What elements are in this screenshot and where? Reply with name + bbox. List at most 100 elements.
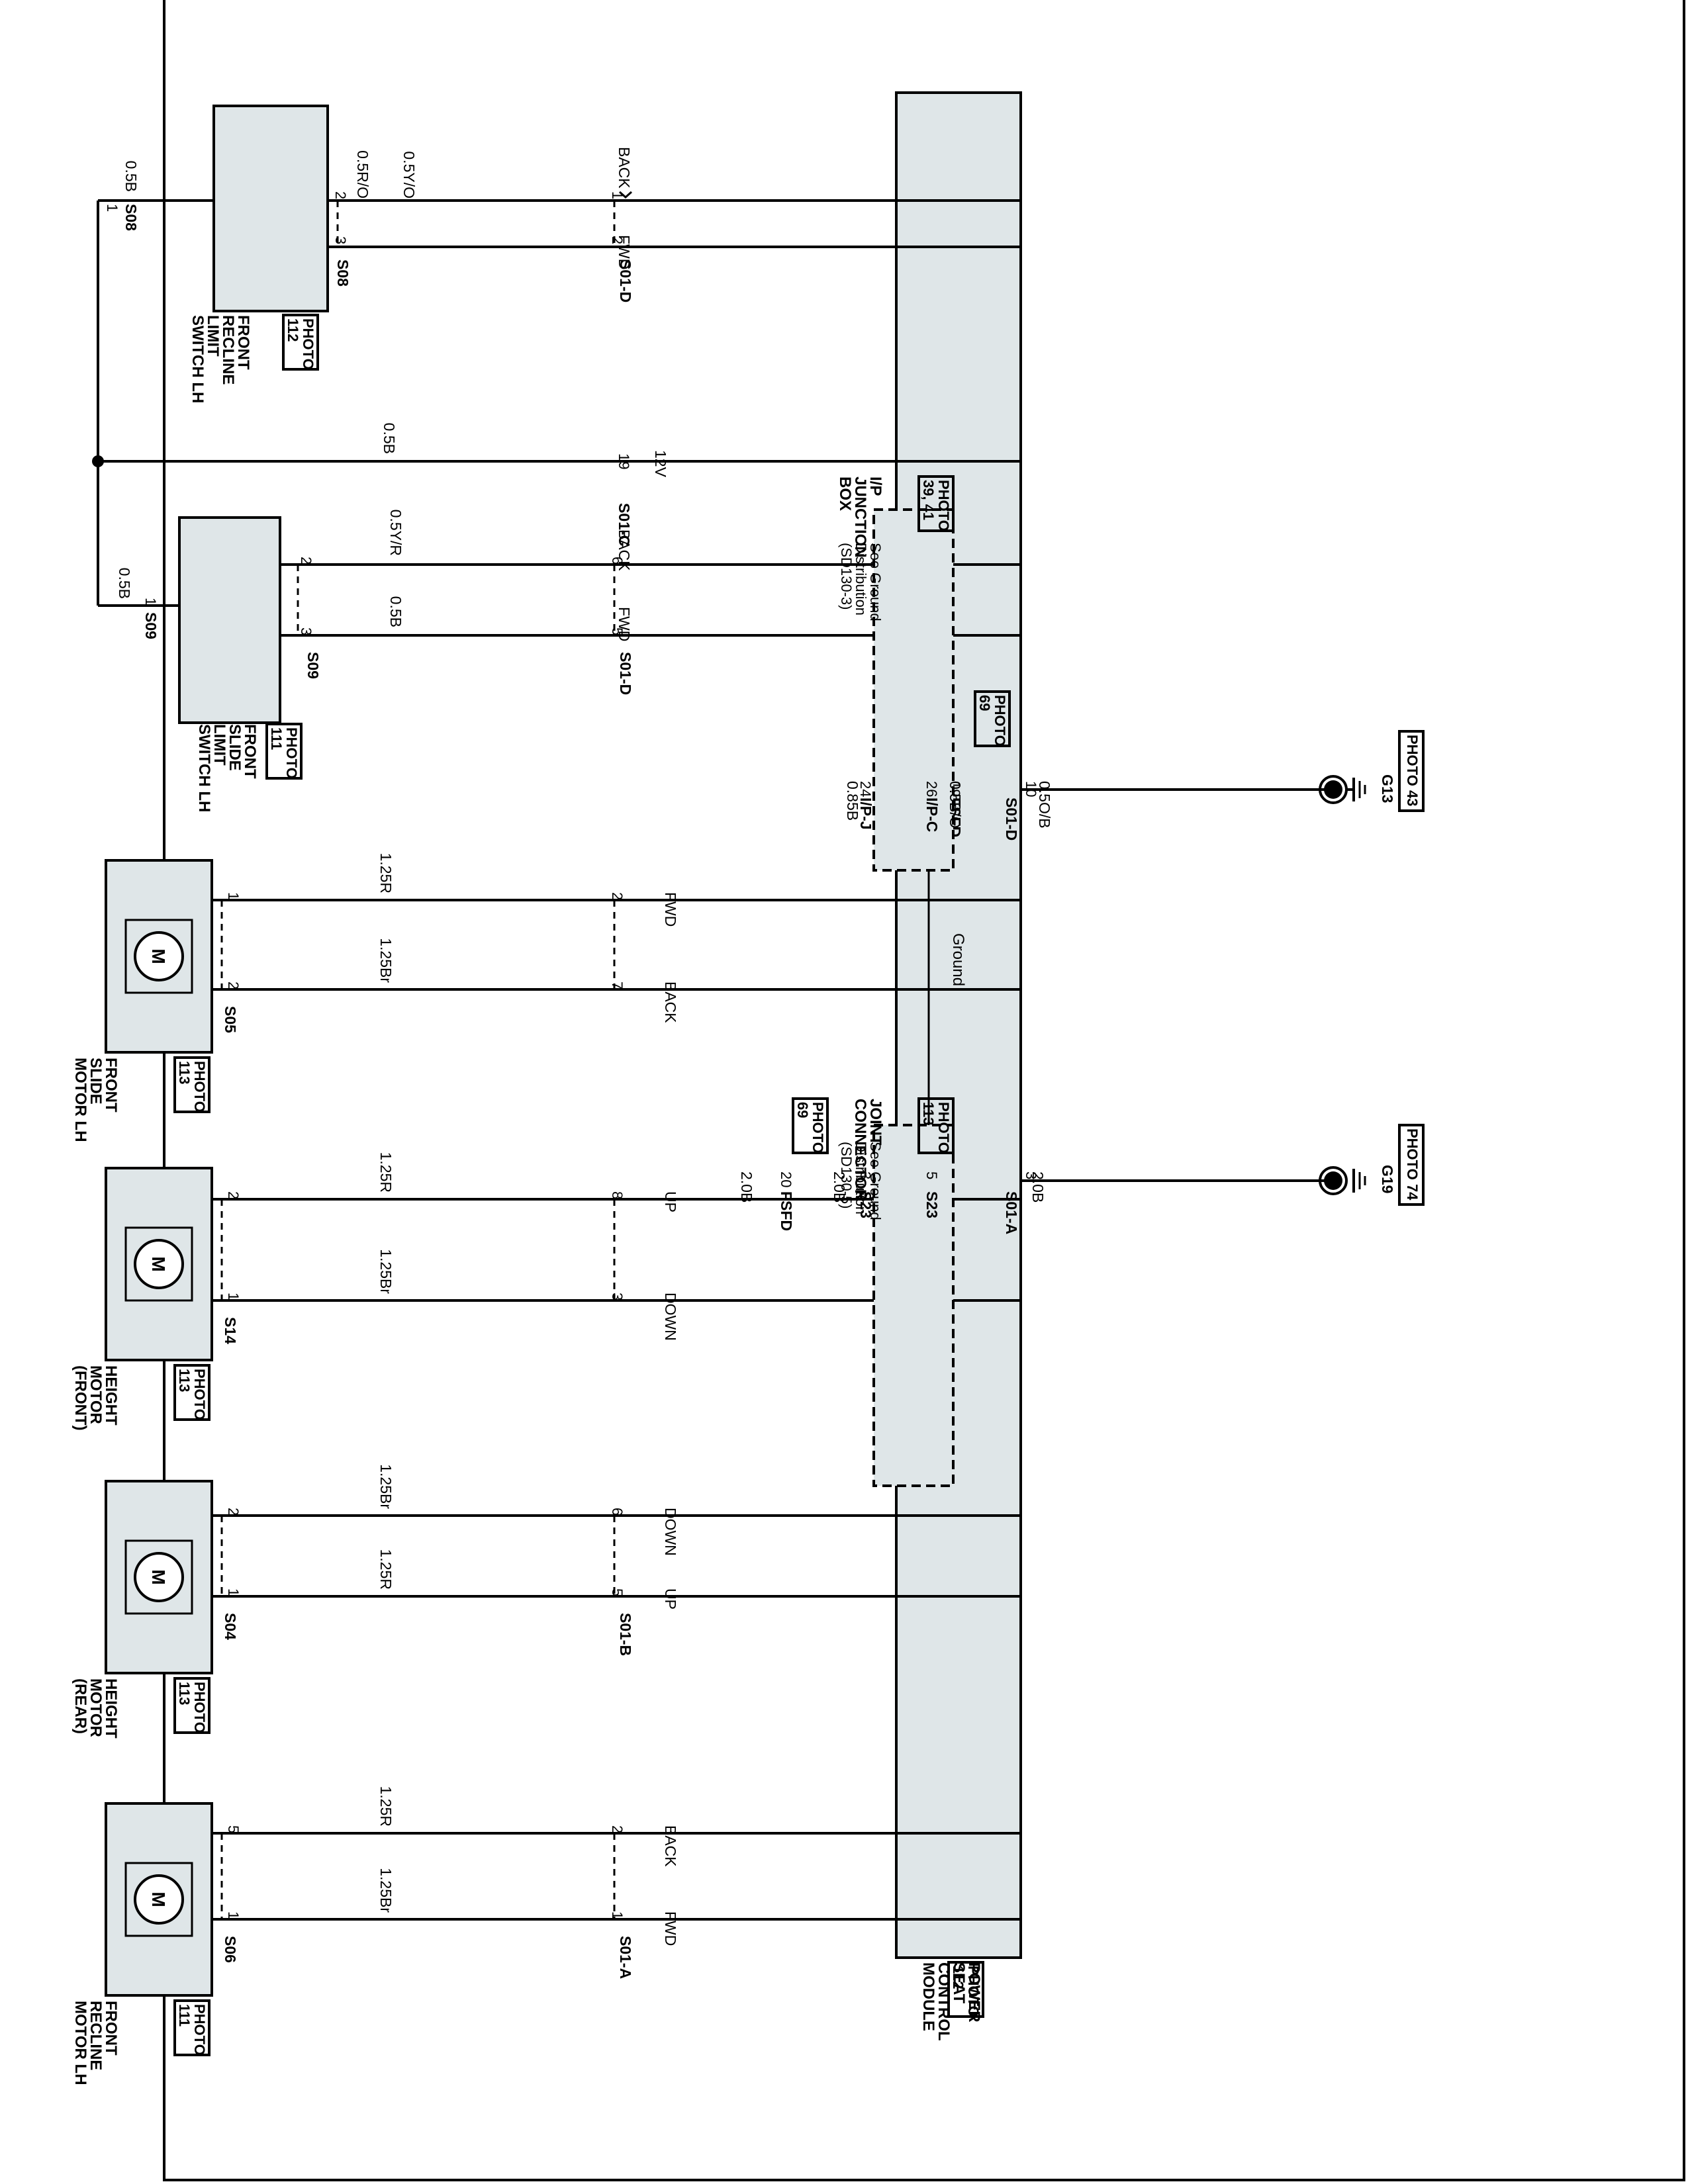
recline-switch-photo-text-line-2: 112: [285, 318, 301, 342]
recline-switch-label-line-2: RECLINE: [219, 315, 237, 385]
slide-wire-label-1: 1.25R: [377, 853, 395, 893]
slide-label-line-1: FRONT: [102, 1058, 120, 1113]
height-front-photo-box: [173, 1364, 211, 1421]
pin-3c: 3: [298, 627, 314, 635]
module-photo-box: [947, 1961, 984, 2018]
g13-photo-box: [1398, 730, 1425, 812]
height-front-dpin-2: 1: [225, 1293, 242, 1300]
conn-s08-b: S08: [122, 204, 140, 231]
wire-label-y-o: 0.5Y/O: [400, 151, 418, 199]
wire-label-b085: 0.85B: [844, 781, 861, 821]
label-fwd-2: FWD: [616, 607, 633, 641]
joint-connector-photo-box: [917, 1097, 955, 1154]
height-rear-func-1: DOWN: [662, 1508, 679, 1556]
conn-s08-a: S08: [334, 259, 352, 287]
conn-s01a-2: S01-A: [1003, 1191, 1020, 1234]
pin-10: 10: [1023, 781, 1039, 797]
height-rear-modconn: S01-B: [617, 1613, 634, 1656]
height-rear-mpin-2: 5: [609, 1588, 626, 1596]
slide-label-line-2: SLIDE: [87, 1058, 105, 1105]
page-frame: [163, 0, 1685, 2181]
pin-3e: 3: [857, 1171, 874, 1179]
wire-label-b20-a: 2.0B: [1029, 1171, 1047, 1203]
height-rear-wire-label-2: 1.25R: [377, 1549, 395, 1590]
slide-label-line-3: MOTOR LH: [71, 1058, 89, 1142]
height-front-wire-label-1: 1.25R: [377, 1152, 395, 1193]
g19-terminal: [1324, 1171, 1342, 1190]
pin-1c: 1: [104, 204, 120, 212]
recline-motor-dpin-2: 1: [225, 1911, 242, 1919]
slide-wire-label-2: 1.25Br: [377, 938, 395, 983]
pin-2c: 2: [298, 557, 314, 565]
conn-s01d-3: S01-D: [1003, 797, 1020, 841]
recline-motor-label-line-2: RECLINE: [87, 2001, 105, 2070]
recline-switch-label-line-1: FRONT: [234, 315, 252, 370]
label-back-1: BACK: [616, 147, 633, 189]
fsfd-photo-1-text-line-1: PHOTO: [992, 695, 1008, 747]
recline-motor-photo-text-line-1: PHOTO: [191, 2004, 208, 2056]
wire-label-b05-a: 0.5B: [122, 161, 140, 192]
g19-ring: [1319, 1166, 1348, 1195]
ground-ref-1-line-3: (SD130-3): [838, 543, 855, 610]
joint-connector-photo-text-line-2: 113: [920, 1102, 937, 1126]
height-front-label-line-2: MOTOR: [87, 1365, 105, 1424]
pin-2a: 2: [609, 236, 626, 244]
slide-photo-box: [173, 1056, 211, 1113]
pin-5: 5: [609, 627, 626, 635]
module-ground-label: Ground: [949, 933, 967, 986]
pin-1d: 1: [142, 598, 159, 606]
height-rear-photo-box: [173, 1677, 211, 1734]
pin1-back-chevron: [619, 191, 632, 199]
fsfd-photo-2-box: [792, 1097, 829, 1154]
pin-26: 26: [923, 781, 940, 797]
recline-switch-photo-box: [282, 314, 319, 371]
conn-s09-b: S09: [142, 612, 160, 639]
wire-label-r-o: 0.5R/O: [354, 150, 371, 199]
height-rear-photo-text-line-1: PHOTO: [191, 1682, 208, 1733]
conn-s01d-1: S01-D: [617, 259, 634, 302]
g19-photo-text: PHOTO 74: [1404, 1128, 1421, 1201]
height-front-photo-text-line-1: PHOTO: [191, 1369, 208, 1420]
pin-24: 24: [857, 781, 874, 797]
fsfd-photo-1-box: [974, 690, 1011, 747]
fsfd-photo-2-text-line-1: PHOTO: [810, 1102, 826, 1154]
slide-switch-label-line-1: FRONT: [241, 724, 259, 779]
module-title-line-2: SEAT: [950, 1962, 968, 2004]
g13-label: G13: [1379, 774, 1396, 803]
height-rear-conn: S04: [222, 1613, 239, 1640]
height-rear-dpin-1: 2: [225, 1508, 242, 1516]
wire-label-b20-c: 2.0B: [738, 1171, 755, 1203]
height-front-func-2: DOWN: [662, 1293, 679, 1341]
recline-motor-func-1: BACK: [662, 1825, 679, 1867]
recline-motor-label-line-3: MOTOR LH: [71, 2001, 89, 2085]
g13-terminal: [1324, 780, 1342, 799]
ip-junction-photo-box: [917, 475, 955, 532]
recline-motor-func-2: FWD: [662, 1911, 679, 1946]
slide-motor-circle: [134, 931, 184, 981]
height-rear-dpin-2: 1: [225, 1588, 242, 1596]
height-front-mpin-2: 3: [609, 1293, 626, 1300]
wire-label-y-r: 0.5Y/R: [387, 510, 404, 556]
height-rear-mpin-1: 6: [609, 1508, 626, 1516]
pin-3d: 3: [1023, 1171, 1039, 1179]
ground-ref-1-line-1: See Ground: [867, 543, 884, 621]
pin-5b: 5: [923, 1171, 940, 1179]
ground-ref-2-line-1: See Ground: [867, 1142, 884, 1220]
ip-junction-box: [872, 508, 955, 872]
slide-dpin-2: 2: [225, 981, 242, 989]
recline-motor-dpin-1: 5: [225, 1825, 242, 1833]
height-front-motor-symbol: M: [148, 1256, 169, 1271]
ground-ref-2-line-3: (SD130-5): [838, 1142, 855, 1208]
recline-motor-motor-circle: [134, 1874, 184, 1925]
label-back-2: BACK: [616, 529, 633, 571]
recline-motor-photo-box: [173, 1999, 211, 2056]
fsfd-photo-2-text-line-2: 69: [794, 1102, 811, 1118]
pin-1a: 1: [609, 191, 626, 199]
slide-switch-label-line-4: SWITCH LH: [195, 724, 213, 812]
conn-ipc: I/P-C: [923, 797, 941, 832]
label-fwd-1: FWD: [616, 235, 633, 269]
height-front-label-line-3: (FRONT): [71, 1365, 89, 1431]
conn-s01d-2: S01-D: [617, 652, 634, 695]
height-rear-func-2: UP: [662, 1588, 679, 1610]
